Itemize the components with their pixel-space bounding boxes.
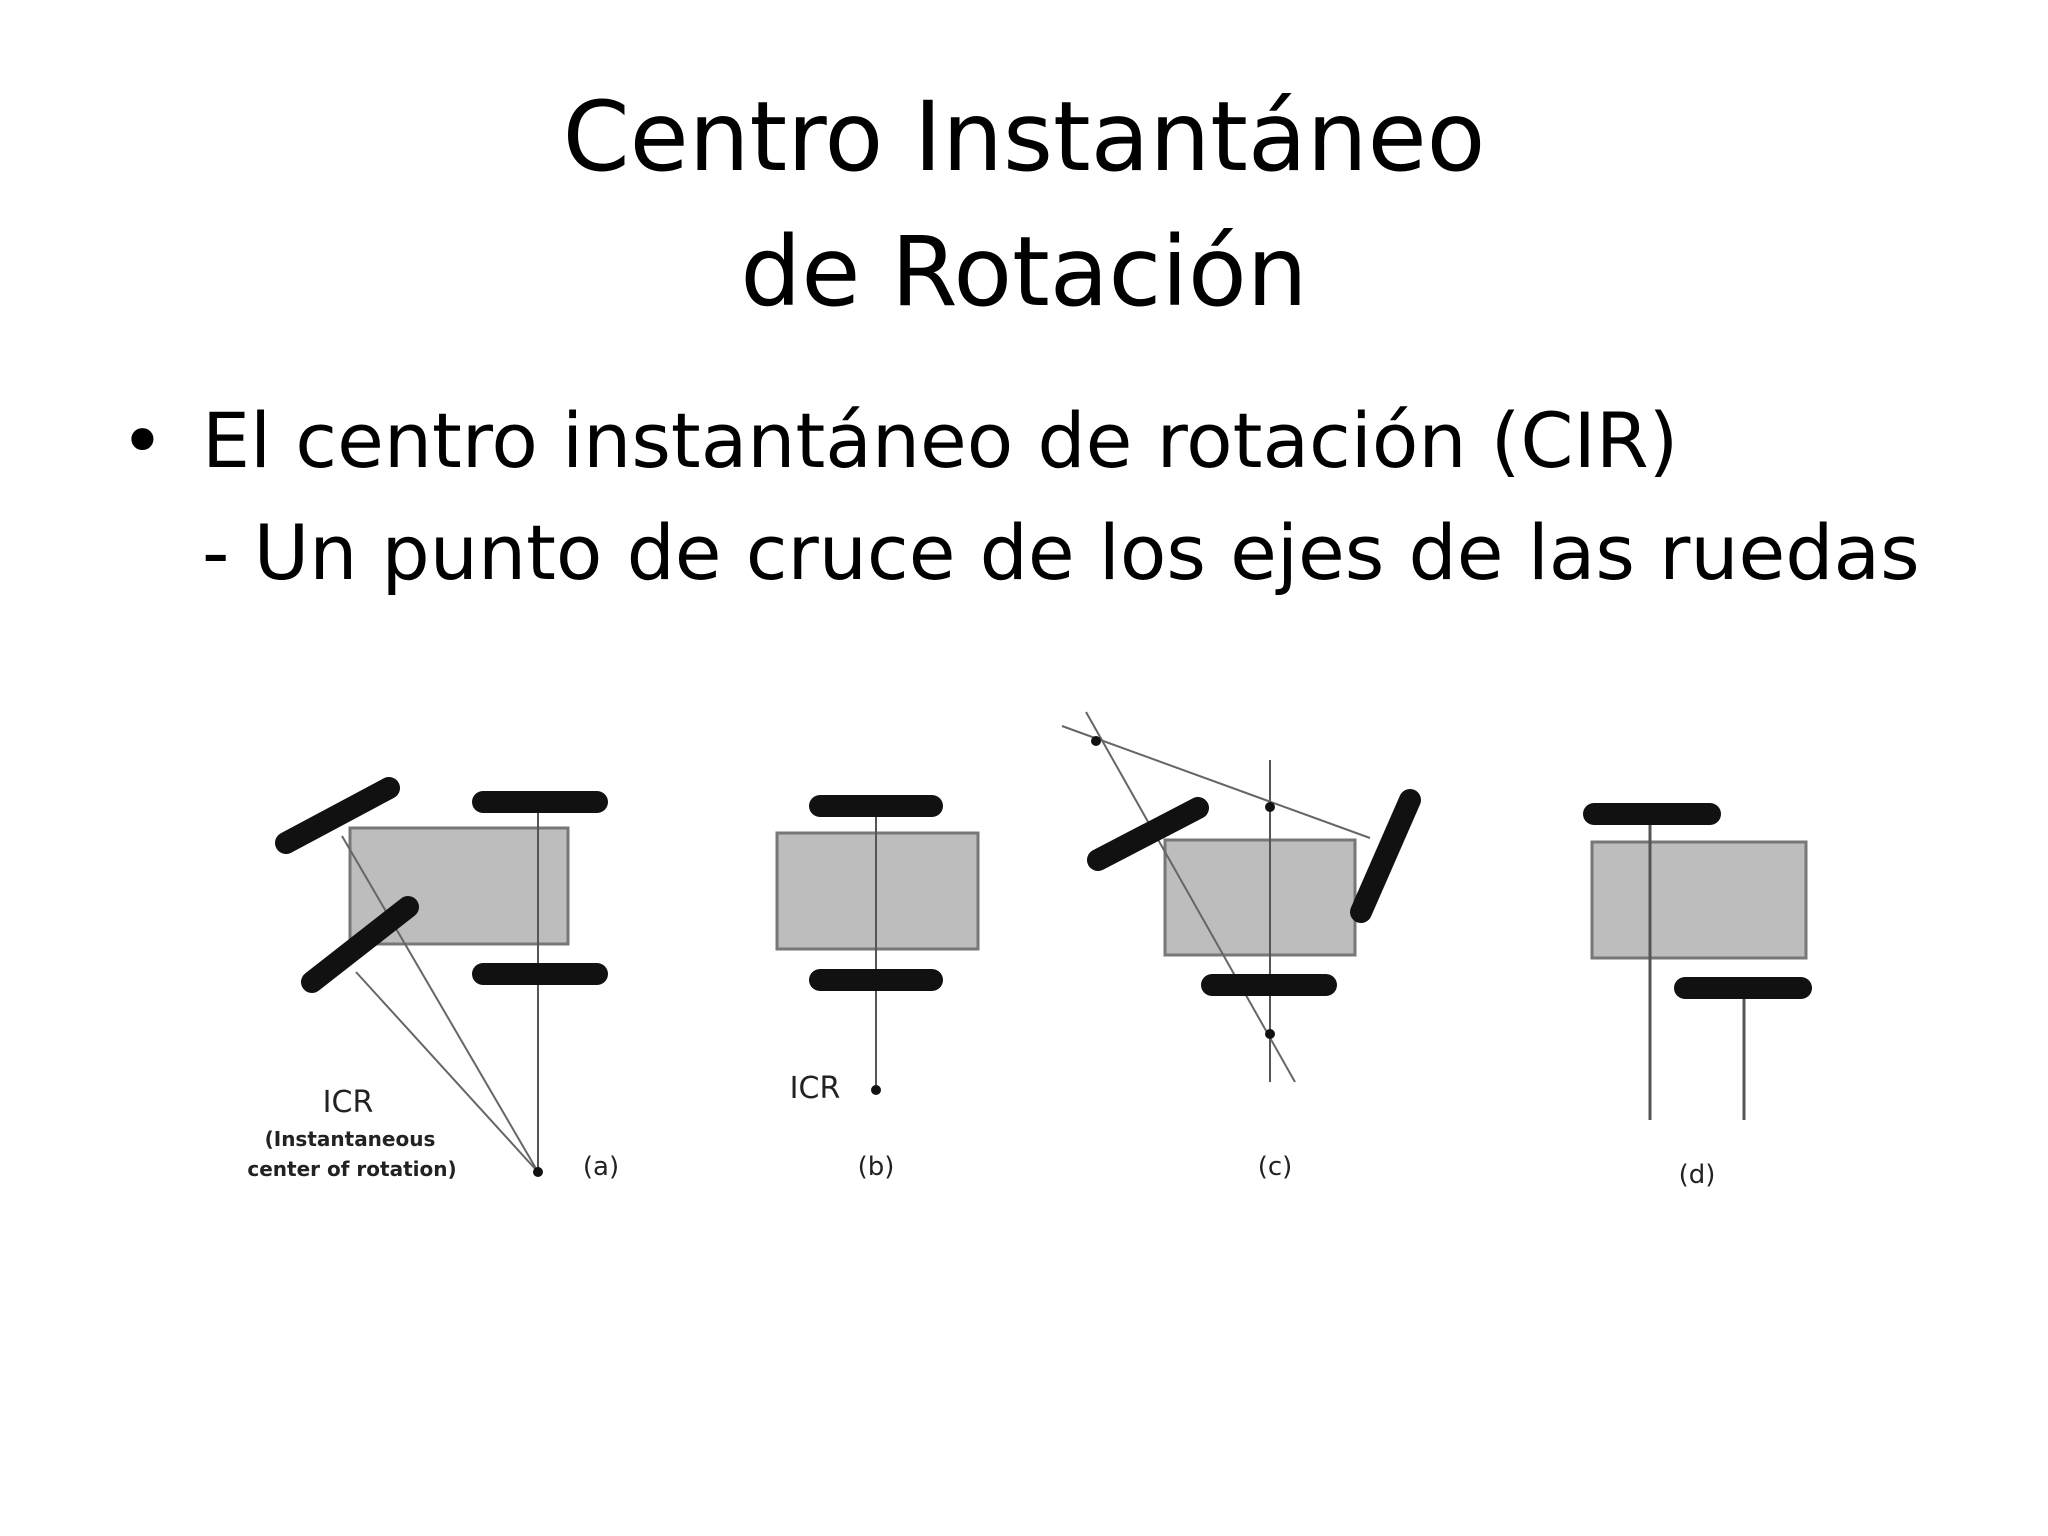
icr-point-a (533, 1167, 543, 1177)
bullet-glyph: • (120, 396, 165, 485)
intersection-point-c-2 (1265, 802, 1275, 812)
caption-a: (a) (583, 1152, 619, 1182)
panel-a: ICR (Instantaneous center of rotation) (… (247, 777, 619, 1182)
icr-label-a: ICR (323, 1085, 374, 1120)
icr-note-line-1: (Instantaneous (265, 1127, 436, 1151)
icr-note-line-2: center of rotation) (247, 1157, 456, 1181)
title-line-2: de Rotación (740, 216, 1308, 328)
caption-d: (d) (1679, 1160, 1716, 1190)
front-right-axis-line-a (355, 971, 539, 1173)
title-line-1: Centro Instantáneo (562, 81, 1486, 193)
bullet-text: El centro instantáneo de rotación (CIR) (202, 396, 1679, 485)
intersection-point-c-3 (1265, 1029, 1275, 1039)
wheel-a-tl (275, 777, 400, 854)
top-axis-line-c (1061, 725, 1371, 839)
bullet-list: • El centro instantáneo de rotación (CIR… (120, 385, 1970, 609)
slide-title: Centro Instantáneo de Rotación (0, 70, 2048, 340)
diagonal-axis-line-c (1085, 711, 1296, 1083)
icr-point-b (871, 1085, 881, 1095)
panel-c: (c) (1061, 711, 1421, 1182)
wheel-c-left (1087, 797, 1209, 871)
front-left-axis-line-a (341, 835, 539, 1173)
panel-b: ICR (b) (775, 795, 980, 1182)
caption-c: (c) (1258, 1152, 1293, 1182)
vehicle-body-c (1163, 838, 1357, 957)
wheel-c-right (1350, 789, 1421, 923)
wheel-a-bl (301, 896, 419, 993)
intersection-point-c-1 (1091, 736, 1101, 746)
icr-label-b: ICR (790, 1071, 841, 1106)
bullet-subtext: - Un punto de cruce de los ejes de las r… (202, 508, 1920, 597)
vehicle-body-b (775, 831, 980, 951)
caption-b: (b) (858, 1152, 895, 1182)
panel-d: (d) (1583, 803, 1812, 1190)
vehicle-body-d (1590, 840, 1808, 960)
bullet-item: • El centro instantáneo de rotación (CIR… (120, 385, 1970, 497)
